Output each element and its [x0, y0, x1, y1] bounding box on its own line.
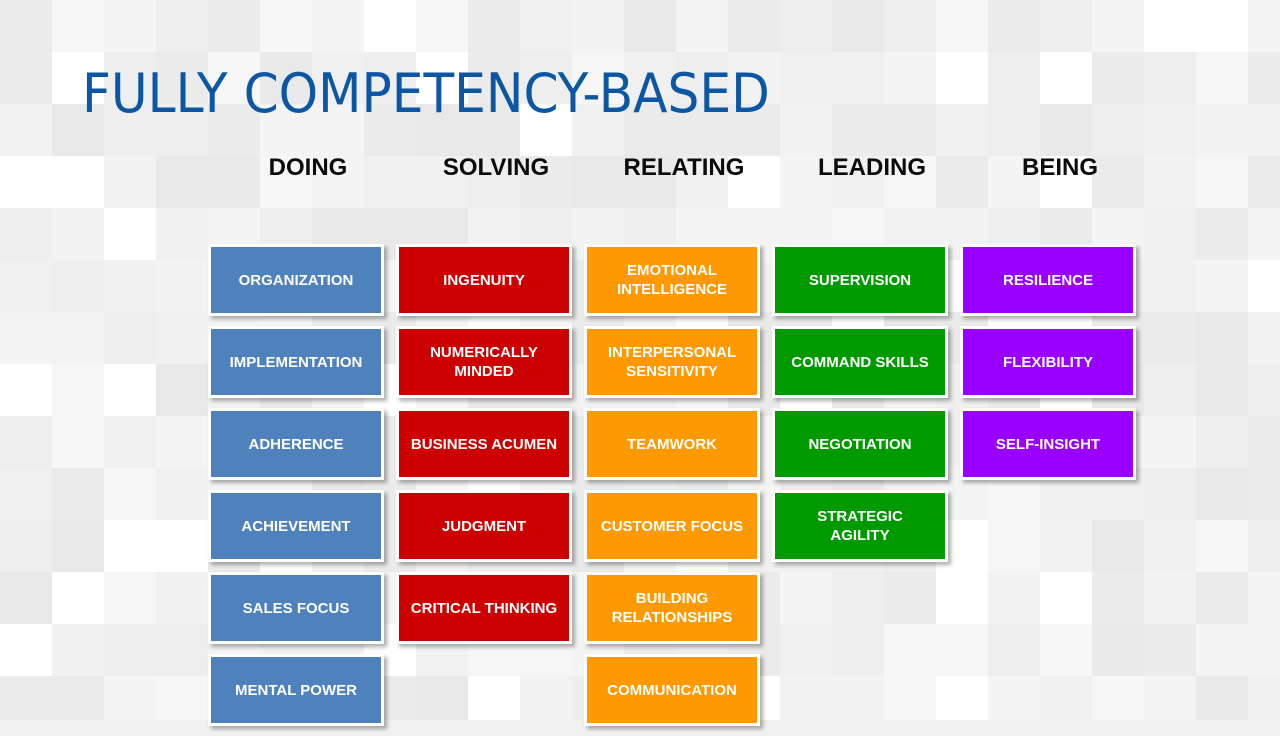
- competency-tile: MENTAL POWER: [208, 654, 384, 726]
- column-being: BEING RESILIENCE FLEXIBILITY SELF-INSIGHT: [960, 148, 1160, 490]
- competency-label: RESILIENCE: [1002, 271, 1093, 289]
- competency-label: EMOTIONAL INTELLIGENCE: [616, 262, 727, 298]
- competency-label: ORGANIZATION: [238, 271, 354, 289]
- competency-tile: BUSINESS ACUMEN: [396, 408, 572, 480]
- competency-label: SALES FOCUS: [242, 599, 350, 617]
- competency-label: FLEXIBILITY: [1003, 353, 1093, 371]
- competency-label: STRATEGIC AGILITY: [817, 508, 903, 544]
- competency-tile: INTERPERSONAL SENSITIVITY: [584, 326, 760, 398]
- column-heading-leading: LEADING: [818, 154, 926, 181]
- competency-label: IMPLEMENTATION: [229, 353, 363, 371]
- competency-tile: TEAMWORK: [584, 408, 760, 480]
- competency-label: INTERPERSONAL SENSITIVITY: [607, 344, 737, 380]
- column-heading-doing: DOING: [268, 154, 348, 181]
- competency-label: ADHERENCE: [248, 435, 344, 453]
- column-doing: DOING ORGANIZATION IMPLEMENTATION ADHERENC…: [208, 148, 408, 736]
- tiles-relating: EMOTIONAL INTELLIGENCE INTERPERSONAL SENS…: [584, 244, 784, 726]
- competency-label: SELF-INSIGHT: [995, 435, 1101, 453]
- column-heading-relating: RELATING: [623, 154, 745, 181]
- competency-tile: SALES FOCUS: [208, 572, 384, 644]
- competency-tile: BUILDING RELATIONSHIPS: [584, 572, 760, 644]
- competency-label: SUPERVISION: [808, 271, 912, 289]
- competency-tile: NEGOTIATION: [772, 408, 948, 480]
- competency-tile: INGENUITY: [396, 244, 572, 316]
- competency-label: CRITICAL THINKING: [410, 599, 558, 617]
- competency-tile: FLEXIBILITY: [960, 326, 1136, 398]
- tiles-leading: SUPERVISION COMMAND SKILLS NEGOTIATION STRA…: [772, 244, 972, 562]
- competency-tile: IMPLEMENTATION: [208, 326, 384, 398]
- competency-label: JUDGMENT: [441, 517, 527, 535]
- column-heading-solving: SOLVING: [442, 154, 550, 181]
- competency-label: CUSTOMER FOCUS: [600, 517, 744, 535]
- competency-label: TEAMWORK: [627, 435, 717, 453]
- competency-label: ACHIEVEMENT: [241, 517, 351, 535]
- competency-tile: RESILIENCE: [960, 244, 1136, 316]
- column-relating: RELATING EMOTIONAL INTELLIGENCE INTERPERS…: [584, 148, 784, 736]
- competency-label: COMMAND SKILLS: [791, 353, 929, 371]
- competency-tile: ORGANIZATION: [208, 244, 384, 316]
- tiles-solving: INGENUITY NUMERICALLY MINDED BUSINESS ACUM…: [396, 244, 596, 644]
- competency-tile: ADHERENCE: [208, 408, 384, 480]
- tiles-doing: ORGANIZATION IMPLEMENTATION ADHERENCE ACHIE…: [208, 244, 408, 726]
- column-solving: SOLVING INGENUITY NUMERICALLY MINDED BUSIN…: [396, 148, 596, 654]
- competency-tile: CRITICAL THINKING: [396, 572, 572, 644]
- tiles-being: RESILIENCE FLEXIBILITY SELF-INSIGHT: [960, 244, 1160, 480]
- competency-tile: SELF-INSIGHT: [960, 408, 1136, 480]
- competency-tile: STRATEGIC AGILITY: [772, 490, 948, 562]
- competency-label: NUMERICALLY MINDED: [430, 344, 538, 380]
- competency-label: NEGOTIATION: [808, 435, 912, 453]
- competency-label: INGENUITY: [443, 271, 525, 289]
- competency-tile: NUMERICALLY MINDED: [396, 326, 572, 398]
- competency-tile: COMMAND SKILLS: [772, 326, 948, 398]
- competency-label: MENTAL POWER: [235, 681, 357, 699]
- column-leading: LEADING SUPERVISION COMMAND SKILLS NEGOTIA…: [772, 148, 972, 572]
- page-title: FULLY COMPETENCY-BASED: [82, 62, 770, 125]
- competency-tile: SUPERVISION: [772, 244, 948, 316]
- competency-tile: COMMUNICATION: [584, 654, 760, 726]
- competency-label: BUSINESS ACUMEN: [410, 435, 558, 453]
- competency-tile: JUDGMENT: [396, 490, 572, 562]
- competency-tile: CUSTOMER FOCUS: [584, 490, 760, 562]
- competency-label: COMMUNICATION: [607, 681, 737, 699]
- competency-label: BUILDING RELATIONSHIPS: [611, 590, 733, 626]
- competency-tile: EMOTIONAL INTELLIGENCE: [584, 244, 760, 316]
- competency-tile: ACHIEVEMENT: [208, 490, 384, 562]
- column-heading-being: BEING: [1021, 154, 1098, 181]
